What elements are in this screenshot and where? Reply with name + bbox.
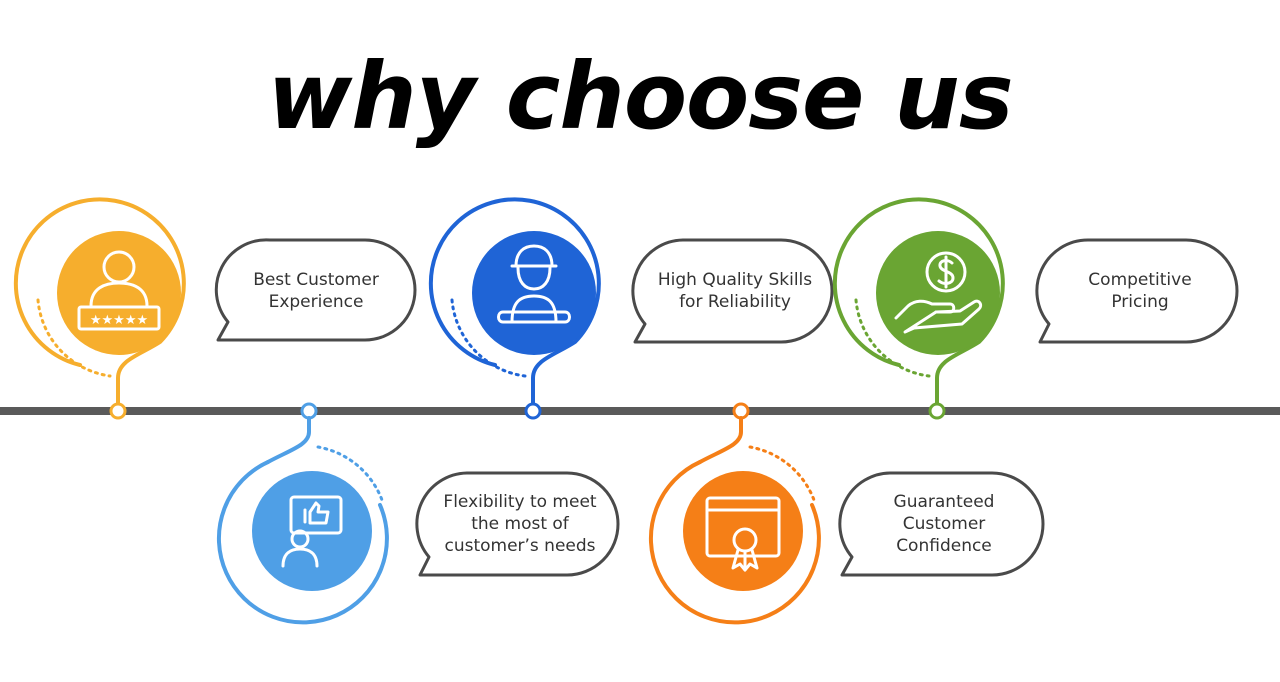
certificate-badge-icon xyxy=(705,496,781,572)
bubble-flexibility xyxy=(415,471,620,577)
node-pricing xyxy=(928,402,946,420)
ring-flexibility xyxy=(216,460,389,625)
node-confidence xyxy=(732,402,750,420)
ring-dotted-customer-experience xyxy=(36,298,112,378)
label-skills: High Quality Skills for Reliability xyxy=(657,270,813,312)
bubble-confidence xyxy=(838,471,1045,577)
node-flexibility xyxy=(300,402,318,420)
ring-dotted-skills xyxy=(450,298,527,378)
feature-skills xyxy=(428,197,834,420)
page-title: why choose us xyxy=(267,43,1013,150)
ring-skills xyxy=(428,197,601,380)
ring-dotted-pricing xyxy=(854,298,931,378)
worker-wrench-icon xyxy=(497,244,571,324)
user-rating-icon: ★★★★★ xyxy=(77,250,161,331)
feature-pricing xyxy=(832,197,1239,420)
icon-disc-customer-experience xyxy=(57,231,181,355)
node-customer-experience xyxy=(109,402,127,420)
label-confidence: Guaranteed Customer Confidence xyxy=(893,492,995,556)
feature-confidence xyxy=(648,402,1045,625)
icon-disc-pricing xyxy=(876,231,1000,355)
node-skills xyxy=(524,402,542,420)
bubble-pricing xyxy=(1035,238,1239,344)
ring-pricing xyxy=(832,197,1005,380)
bubble-customer-experience xyxy=(214,238,417,342)
connector-flexibility xyxy=(266,416,311,464)
feature-customer-experience: ★★★★★ xyxy=(13,197,417,420)
svg-text:★★★★★: ★★★★★ xyxy=(90,313,148,328)
icon-disc-flexibility xyxy=(252,471,372,591)
ring-confidence xyxy=(648,460,821,625)
ring-dotted-flexibility xyxy=(316,445,384,502)
thumbs-up-user-icon xyxy=(281,495,343,568)
icon-disc-skills xyxy=(472,231,596,355)
label-flexibility: Flexibility to meet the most of customer… xyxy=(443,492,597,556)
ring-customer-experience xyxy=(13,197,186,380)
icon-disc-confidence xyxy=(683,471,803,591)
connector-confidence xyxy=(698,416,743,464)
feature-flexibility xyxy=(216,402,620,625)
ring-dotted-confidence xyxy=(748,445,816,502)
label-pricing: Competitive Pricing xyxy=(1088,270,1192,312)
bubble-skills xyxy=(631,238,834,344)
label-customer-experience: Best Customer Experience xyxy=(253,270,379,312)
hand-dollar-icon xyxy=(894,251,983,334)
